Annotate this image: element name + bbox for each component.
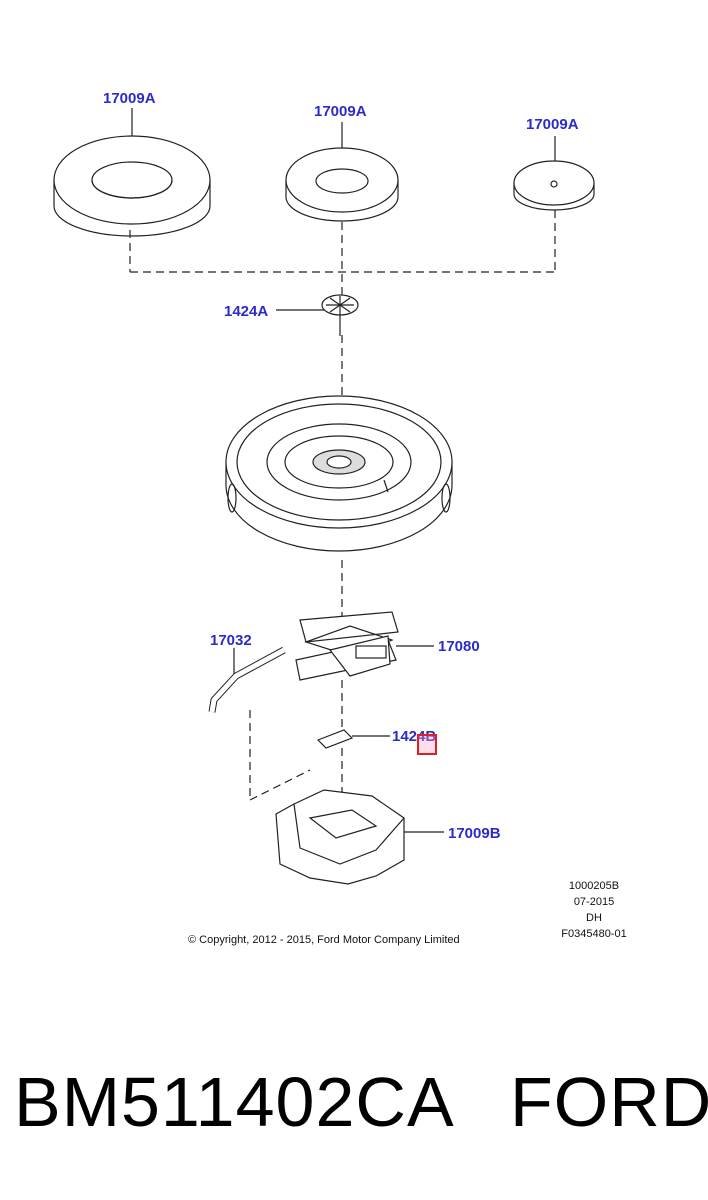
- callout-1424b[interactable]: 1424B: [392, 728, 437, 745]
- callout-17009b: 17009B: [448, 825, 501, 842]
- selection-highlight-box[interactable]: [417, 734, 437, 755]
- brand-name: FORD: [510, 1063, 708, 1141]
- scissor-jack: [295, 611, 434, 681]
- retainer-1424a: [276, 294, 359, 336]
- copyright-notice: © Copyright, 2012 - 2015, Ford Motor Com…: [188, 934, 460, 946]
- callout-17009a-large: 17009A: [103, 90, 156, 107]
- drawing-variant: DH: [586, 912, 602, 924]
- wheel-brace: [208, 646, 286, 713]
- callout-17009a-medium: 17009A: [314, 103, 367, 120]
- exploded-parts-diagram: [53, 108, 595, 885]
- spare-wheel: [225, 395, 453, 552]
- callout-17009a-small: 17009A: [526, 116, 579, 133]
- callout-17032: 17032: [210, 632, 252, 649]
- drawing-date: 07-2015: [573, 896, 615, 908]
- drawing-metadata: 1000205B 07-2015 DH F0345480-01: [548, 878, 640, 942]
- callout-17080: 17080: [438, 638, 480, 655]
- drawing-reference: F0345480-01: [561, 928, 627, 940]
- drawing-code: 1000205B: [568, 880, 620, 892]
- retainer-1424b: [316, 729, 390, 749]
- jack-tray: [275, 789, 444, 885]
- medium-ring-spacer: [285, 147, 399, 222]
- small-disc-spacer: [513, 160, 595, 211]
- part-number: BM511402CA: [14, 1063, 455, 1141]
- large-ring-spacer: [53, 135, 211, 237]
- callout-1424a: 1424A: [224, 303, 269, 320]
